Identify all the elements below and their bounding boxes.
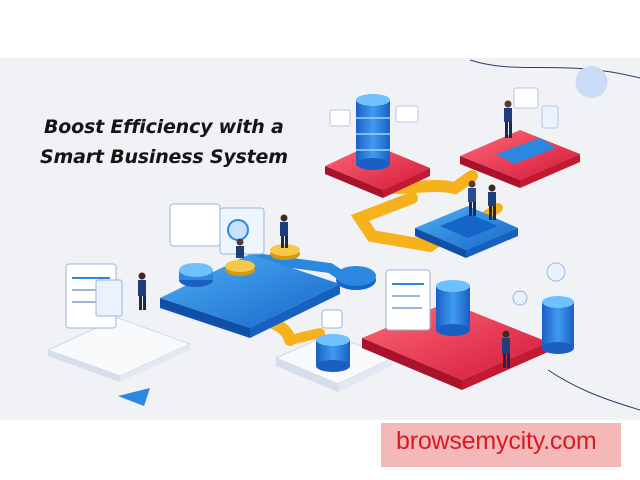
- database-platform-top: [325, 94, 430, 198]
- headline-line-1: Boost Efficiency with a: [44, 116, 284, 138]
- database-icon: [356, 94, 390, 170]
- team-platform-right: [415, 180, 518, 258]
- dashboard-screen-icon: [169, 203, 221, 247]
- person-figure-icon: [280, 214, 288, 248]
- person-figure-icon: [468, 180, 476, 216]
- analytics-platform-top-right: [460, 87, 580, 188]
- mini-chart-card: [329, 109, 351, 127]
- mini-chart-card: [321, 309, 343, 329]
- dashboard-screen-icon: [513, 87, 539, 109]
- coin-stack-icon: [225, 260, 255, 276]
- person-figure-icon: [236, 238, 244, 258]
- person-figure-icon: [504, 100, 512, 138]
- database-icon: [542, 296, 574, 354]
- database-icon: [436, 280, 470, 336]
- settings-bubble-icon: [512, 290, 528, 306]
- headline: Boost Efficiency with a Smart Business S…: [40, 112, 288, 172]
- watermark-background: [381, 423, 621, 467]
- settings-bubble-icon: [546, 262, 566, 282]
- headline-line-2: Smart Business System: [40, 146, 288, 168]
- connector-arrow-icon: [118, 388, 150, 406]
- coin-stack-icon: [270, 244, 300, 260]
- connector-node: [336, 266, 376, 290]
- workflow-platform-center-left: [160, 203, 340, 338]
- coin-stack-icon: [179, 263, 213, 287]
- isometric-business-system-illustration: [46, 59, 640, 411]
- person-figure-icon: [488, 184, 496, 220]
- server-platform-bottom-right: [362, 262, 574, 390]
- dashboard-screen-icon: [385, 269, 431, 331]
- watermark-text: browsemycity.com: [396, 427, 597, 455]
- database-icon: [316, 334, 350, 372]
- pie-accent-icon: [575, 66, 608, 98]
- person-figure-icon: [138, 272, 146, 310]
- storage-platform-bottom: [274, 309, 394, 392]
- dashboard-screen-icon: [541, 105, 559, 129]
- person-figure-icon: [502, 330, 510, 368]
- reports-platform-left: [46, 263, 192, 382]
- mini-chart-card: [395, 105, 419, 123]
